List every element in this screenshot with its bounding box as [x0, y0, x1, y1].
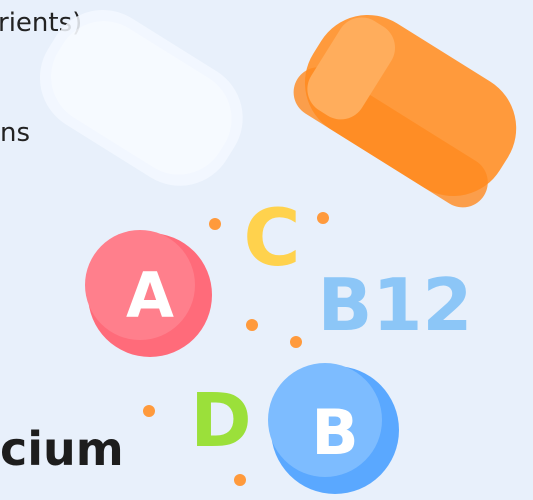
dot — [290, 336, 302, 348]
dot — [317, 212, 329, 224]
vitamin-a-icon: A — [85, 230, 212, 357]
dot — [143, 405, 155, 417]
vitamin-d-label: D — [190, 378, 251, 464]
heading-text: cium — [0, 422, 124, 476]
vitamin-c-label: C — [243, 194, 300, 284]
translucent-capsule-icon — [39, 10, 243, 186]
vitamin-b-label: B — [311, 396, 358, 469]
dot — [246, 319, 258, 331]
vitamin-b-icon: B — [268, 363, 399, 494]
dot — [234, 474, 246, 486]
body-text-line-2: ns — [0, 118, 31, 148]
sparkle-dots — [143, 212, 329, 486]
orange-capsule-icon — [293, 15, 517, 208]
vitamin-b12-label: B12 — [317, 263, 472, 347]
dot — [209, 218, 221, 230]
vitamin-a-label: A — [126, 259, 174, 332]
